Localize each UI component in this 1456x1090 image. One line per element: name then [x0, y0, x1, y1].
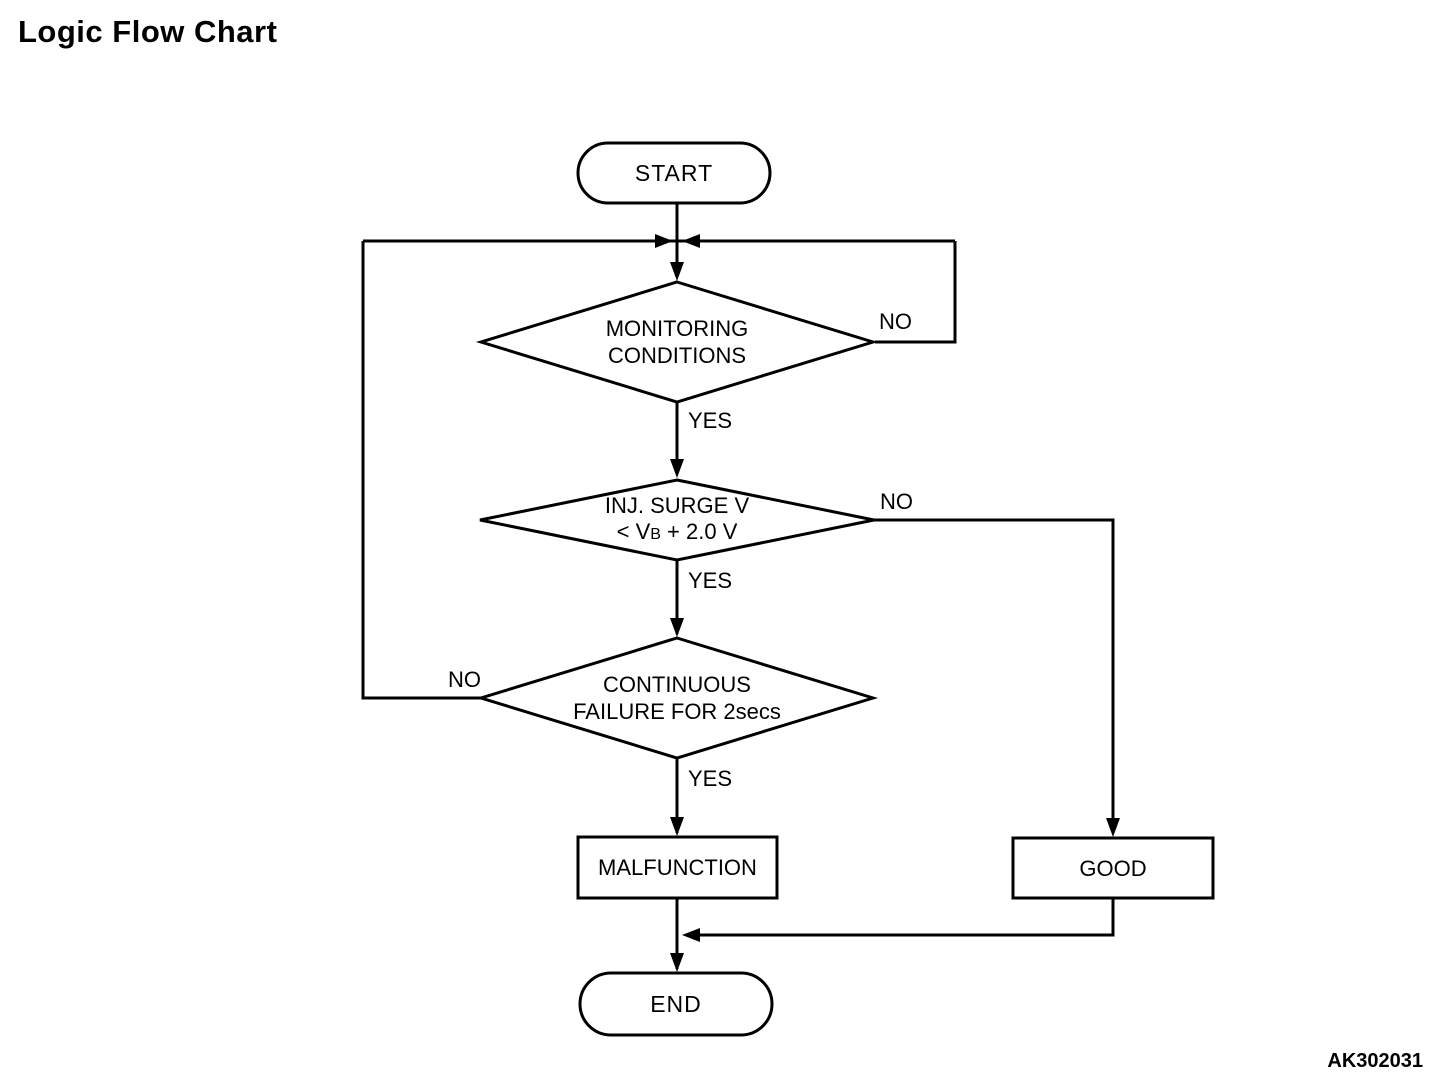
arrowhead-good-to-end-junction-icon: [682, 928, 700, 942]
continuous-failure-decision-shape: [475, 636, 879, 760]
connector-good-to-end-junction: [686, 898, 1115, 937]
page-title: Logic Flow Chart: [18, 14, 278, 49]
arrowhead-into-end-icon: [670, 953, 684, 972]
arrowhead-into-malfunction-icon: [670, 817, 684, 836]
start-terminator-shape: [576, 141, 772, 205]
monitoring-decision-shape: [475, 280, 879, 404]
arrowhead-into-monitoring-icon: [670, 262, 684, 281]
malfunction-process-shape: [576, 835, 779, 900]
arrowhead-junction-from-left-icon: [655, 234, 673, 248]
arrowhead-junction-from-right-icon: [682, 234, 700, 248]
inj-surge-decision-shape: [479, 478, 875, 562]
feedback-right-monitoring-no: [875, 241, 957, 344]
arrowhead-into-inj-surge-icon: [670, 459, 684, 478]
feedback-left-continuous-no: [361, 241, 481, 700]
figure-ref-code: AK302031: [1327, 1050, 1423, 1072]
end-terminator-shape: [578, 971, 774, 1037]
connector-injsurge-no-to-good: [874, 518, 1115, 833]
arrowheads: [655, 234, 1120, 972]
good-process-shape: [1011, 836, 1215, 900]
arrowhead-into-good-icon: [1106, 818, 1120, 837]
node-shapes: [475, 141, 1215, 1037]
arrowhead-into-continuous-icon: [670, 618, 684, 637]
